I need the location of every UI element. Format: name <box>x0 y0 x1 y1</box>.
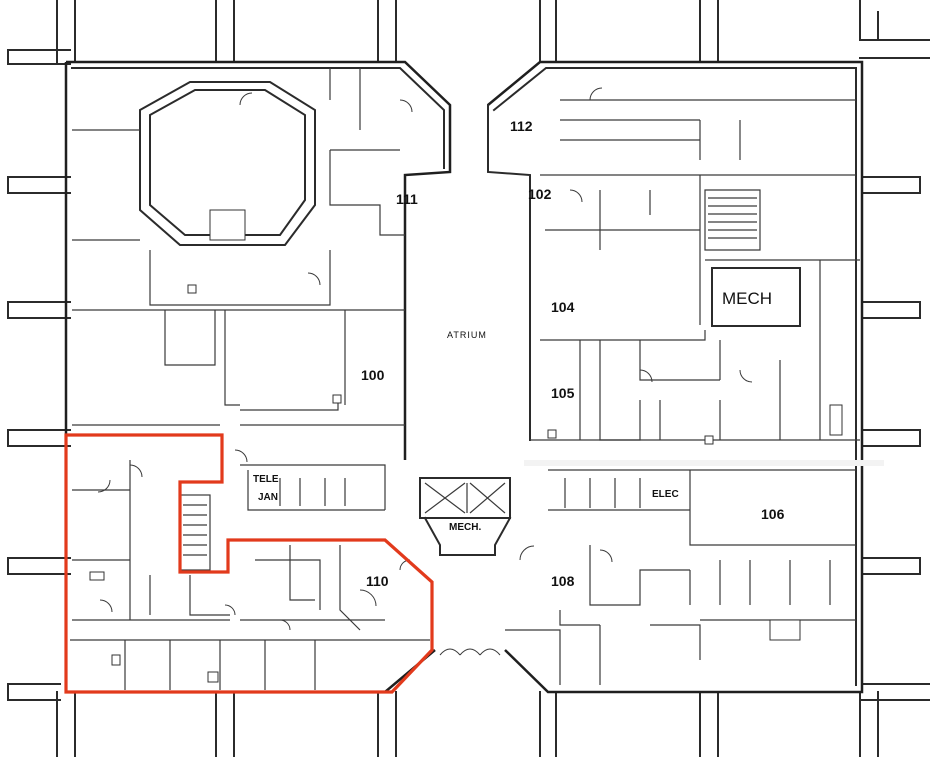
room-label-106: 106 <box>761 506 785 522</box>
mech-room-label: MECH <box>722 289 772 308</box>
room-label-111: 111 <box>396 191 418 207</box>
fixtures <box>89 209 843 683</box>
room-label-102: 102 <box>528 186 552 202</box>
room-label-100: 100 <box>361 367 385 383</box>
lower-shadow-band <box>524 460 884 466</box>
elec-label: ELEC <box>652 489 679 500</box>
east-building <box>487 60 864 694</box>
room-label-105: 105 <box>551 385 575 401</box>
room-labels: 112 102 111 104 100 105 106 108 110 <box>361 118 785 589</box>
jan-label: JAN <box>258 492 278 503</box>
central-core <box>419 477 512 656</box>
highlighted-suite-outline <box>64 433 434 694</box>
room-label-104: 104 <box>551 299 575 315</box>
west-building <box>64 60 452 694</box>
room-label-112: 112 <box>510 118 533 134</box>
area-labels: ATRIUM MECH MECH. TELE JAN ELEC <box>253 289 772 533</box>
room-label-110: 110 <box>366 573 389 589</box>
doors <box>97 87 753 631</box>
exterior-columns <box>7 0 930 757</box>
atrium-label: ATRIUM <box>447 330 487 340</box>
tele-label: TELE <box>253 474 279 485</box>
mech-core-label: MECH. <box>449 522 481 533</box>
room-label-108: 108 <box>551 573 575 589</box>
